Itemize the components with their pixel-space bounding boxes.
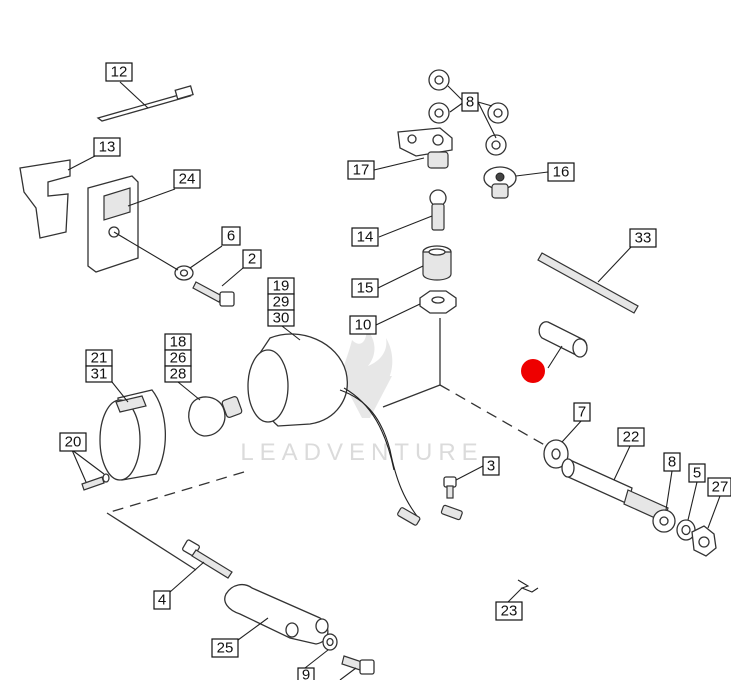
part-32-spacer xyxy=(538,321,588,358)
callout-21[interactable]: 21 xyxy=(85,349,113,367)
leader-lines xyxy=(67,81,721,680)
callout-30[interactable]: 30 xyxy=(267,309,295,327)
part-13-bracket xyxy=(19,159,71,239)
svg-text:8: 8 xyxy=(466,94,474,111)
callout-7[interactable]: 7 xyxy=(573,402,591,422)
callout-23[interactable]: 23 xyxy=(495,601,523,621)
part-14-pivot-pin xyxy=(429,189,447,231)
svg-text:20: 20 xyxy=(65,434,82,451)
part-22-shaft xyxy=(561,458,669,523)
callouts: 12 13 24 6 2 8 17 16 14 15 10 33 19 29 3… xyxy=(59,62,731,680)
svg-text:10: 10 xyxy=(355,317,372,334)
svg-text:5: 5 xyxy=(693,465,701,482)
callout-14[interactable]: 14 xyxy=(351,227,379,247)
callout-25[interactable]: 25 xyxy=(211,638,239,658)
callout-33[interactable]: 33 xyxy=(629,228,657,248)
part-7-washer xyxy=(543,439,569,469)
svg-text:15: 15 xyxy=(357,280,374,297)
watermark-logo xyxy=(340,328,393,418)
svg-text:29: 29 xyxy=(273,294,290,311)
svg-text:21: 21 xyxy=(91,350,108,367)
callout-31[interactable]: 31 xyxy=(85,365,113,383)
svg-text:4: 4 xyxy=(158,592,166,609)
svg-text:22: 22 xyxy=(623,429,640,446)
part-19-lamp-housing xyxy=(247,333,463,526)
part-23-clip xyxy=(517,579,539,593)
svg-text:33: 33 xyxy=(635,230,652,247)
part-21-lens-cover xyxy=(99,389,166,481)
svg-text:27: 27 xyxy=(712,479,729,496)
callout-16[interactable]: 16 xyxy=(547,162,575,182)
callout-6[interactable]: 6 xyxy=(221,226,241,246)
part-16-knob xyxy=(483,166,517,199)
svg-text:2: 2 xyxy=(248,251,256,268)
callout-24[interactable]: 24 xyxy=(173,169,201,189)
part-15-bushing xyxy=(422,245,452,281)
svg-text:9: 9 xyxy=(302,667,310,680)
callout-8-top[interactable]: 8 xyxy=(461,92,479,112)
callout-19[interactable]: 19 xyxy=(267,277,295,295)
part-12-cable-tie xyxy=(96,85,194,122)
callout-3[interactable]: 3 xyxy=(482,456,500,476)
part-17-arm-plate xyxy=(397,127,453,169)
part-25-mount-arm xyxy=(224,583,329,645)
part-2-screw xyxy=(192,281,235,307)
watermark: LEADVENTURE xyxy=(240,328,483,466)
part-9-washer xyxy=(322,633,338,651)
svg-text:19: 19 xyxy=(273,278,290,295)
part-10-nut xyxy=(419,290,457,314)
hotspot-marker[interactable] xyxy=(521,359,545,383)
callout-28[interactable]: 28 xyxy=(164,365,192,383)
svg-text:17: 17 xyxy=(353,162,370,179)
assembly-lines xyxy=(106,318,549,571)
callout-18[interactable]: 18 xyxy=(164,333,192,351)
part-18-bulb xyxy=(188,396,243,437)
callout-17[interactable]: 17 xyxy=(347,160,375,180)
part-11-bolt xyxy=(341,655,375,675)
svg-text:30: 30 xyxy=(273,310,290,327)
callout-22[interactable]: 22 xyxy=(617,427,645,447)
callout-12[interactable]: 12 xyxy=(105,62,133,82)
svg-text:3: 3 xyxy=(487,458,495,475)
callout-2[interactable]: 2 xyxy=(242,249,262,269)
watermark-text: LEADVENTURE xyxy=(240,439,483,466)
callout-10[interactable]: 10 xyxy=(349,315,377,335)
part-20-screw xyxy=(81,473,110,491)
part-27-acorn-nut xyxy=(691,525,717,557)
svg-text:23: 23 xyxy=(501,603,518,620)
callout-5[interactable]: 5 xyxy=(688,463,706,483)
part-8-lock-washers-top xyxy=(428,69,509,156)
svg-text:25: 25 xyxy=(217,640,234,657)
callout-13[interactable]: 13 xyxy=(93,137,121,157)
part-8-lock-washer-lower xyxy=(652,509,676,533)
part-4-bolt xyxy=(182,539,233,579)
part-33-stud xyxy=(537,252,639,314)
callout-9[interactable]: 9 xyxy=(297,667,315,680)
svg-text:18: 18 xyxy=(170,334,187,351)
callout-8-lower[interactable]: 8 xyxy=(663,452,681,472)
callout-26[interactable]: 26 xyxy=(164,349,192,367)
svg-text:16: 16 xyxy=(553,164,570,181)
svg-text:12: 12 xyxy=(111,64,128,81)
part-3-screw xyxy=(443,476,457,499)
svg-text:13: 13 xyxy=(99,139,116,156)
part-6-washer xyxy=(174,265,194,281)
callout-4[interactable]: 4 xyxy=(153,590,171,610)
svg-text:14: 14 xyxy=(357,229,374,246)
callout-15[interactable]: 15 xyxy=(351,278,379,298)
part-24-housing-box xyxy=(87,175,139,273)
svg-text:8: 8 xyxy=(668,454,676,471)
svg-text:26: 26 xyxy=(170,350,187,367)
svg-text:7: 7 xyxy=(578,404,586,421)
svg-text:28: 28 xyxy=(170,366,187,383)
svg-text:24: 24 xyxy=(179,171,196,188)
svg-text:31: 31 xyxy=(91,366,108,383)
callout-20[interactable]: 20 xyxy=(59,432,87,452)
svg-text:6: 6 xyxy=(227,228,235,245)
callout-27[interactable]: 27 xyxy=(707,477,731,497)
callout-29[interactable]: 29 xyxy=(267,293,295,311)
